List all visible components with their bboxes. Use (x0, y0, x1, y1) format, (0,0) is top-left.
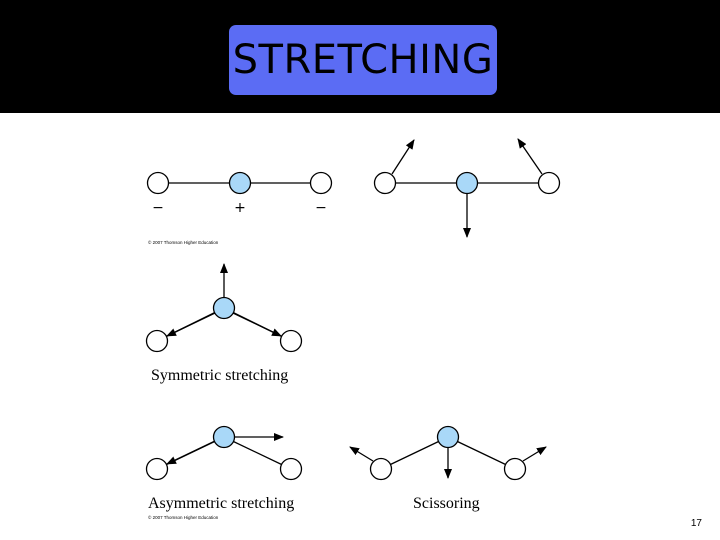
slide-title: STRETCHING (232, 37, 494, 83)
outer-atom-right (537, 171, 561, 195)
scissoring-label: Scissoring (413, 495, 480, 512)
copyright-text: © 2007 Thomson Higher Education (148, 239, 219, 245)
arrow-up-right (517, 138, 543, 175)
outer-atom-left (145, 457, 169, 481)
arrow-up-right (522, 446, 547, 462)
outer-atom-right (503, 457, 527, 481)
title-box: STRETCHING (229, 25, 497, 95)
arrow-left-down (166, 312, 216, 337)
asymmetric-label: Asymmetric stretching (148, 495, 294, 512)
copyright-text-bottom: © 2007 Thomson Higher Education (148, 514, 219, 520)
arrow-up-left (391, 139, 415, 175)
asymmetric-stretching-molecule: Asymmetric stretching (145, 425, 303, 512)
outer-atom-right (279, 329, 303, 353)
outer-atom-right (279, 457, 303, 481)
arrow-up-left (349, 446, 374, 462)
outer-atom-left (369, 457, 393, 481)
central-atom (455, 171, 479, 195)
central-atom (212, 296, 236, 320)
sign-center: + (234, 200, 246, 216)
outer-atom-left (373, 171, 397, 195)
slide-header: STRETCHING (0, 0, 720, 113)
sign-right: − (315, 200, 327, 216)
central-atom (436, 425, 460, 449)
symmetric-label: Symmetric stretching (151, 367, 288, 384)
sign-left: − (152, 200, 164, 216)
symmetric-stretching-molecule: Symmetric stretching (145, 263, 303, 384)
linear-symmetric-molecule: − + − © 2007 Thomson Higher Education (146, 171, 333, 245)
outer-atom-left (146, 171, 170, 195)
outer-atom-left (145, 329, 169, 353)
arrow-left-down (166, 440, 216, 465)
linear-asymmetric-molecule (373, 138, 561, 238)
arrow-right-down (232, 312, 282, 337)
outer-atom-right (309, 171, 333, 195)
page-number: 17 (690, 518, 702, 529)
central-atom (212, 425, 236, 449)
central-atom (228, 171, 252, 195)
scissoring-molecule: Scissoring (349, 425, 547, 512)
